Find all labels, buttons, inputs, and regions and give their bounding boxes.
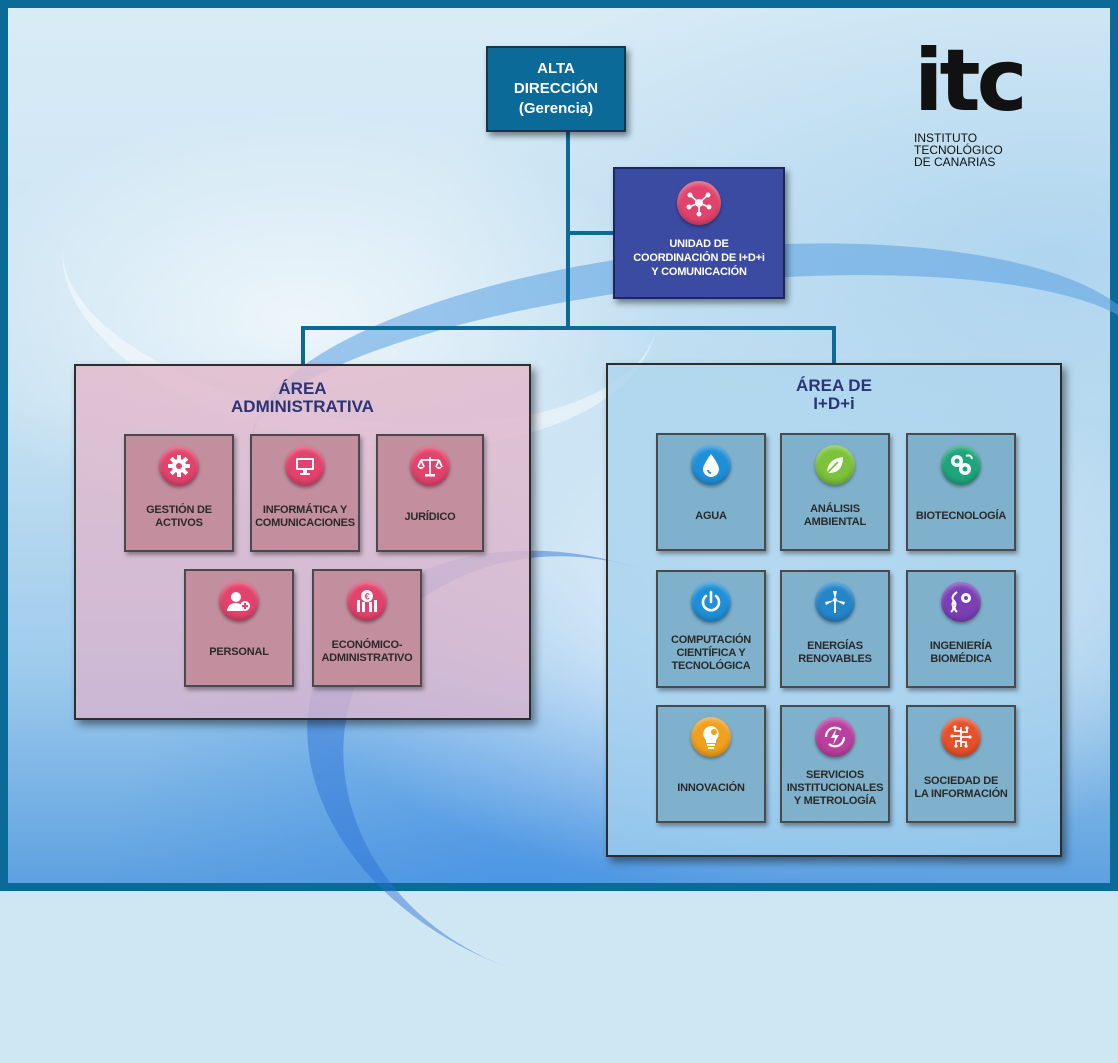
network-icon — [677, 181, 721, 225]
connector-line — [301, 326, 836, 330]
tile-label: ENERGÍAS RENOVABLES — [798, 640, 872, 665]
unidad-coordinacion-box: UNIDAD DE COORDINACIÓN DE I+D+i Y COMUNI… — [613, 167, 785, 299]
leaf-icon — [815, 445, 855, 485]
lightbulb-icon — [691, 717, 731, 757]
tile-sociedad-informacion: SOCIEDAD DE LA INFORMACIÓN — [906, 705, 1016, 823]
tile-biotecnologia: BIOTECNOLOGÍA — [906, 433, 1016, 551]
area-administrativa-title: ÁREA ADMINISTRATIVA — [76, 380, 529, 416]
unidad-line2: COORDINACIÓN DE I+D+i — [633, 252, 765, 264]
lightning-icon — [815, 717, 855, 757]
tile-label: BIOTECNOLOGÍA — [915, 509, 1007, 522]
itc-logo-subtitle: INSTITUTO TECNOLÓGICO DE CANARIAS — [914, 132, 1054, 168]
tile-innovacion: INNOVACIÓN — [656, 705, 766, 823]
tile-label: INNOVACIÓN — [677, 781, 745, 794]
connector-line — [570, 231, 613, 235]
tile-personal: PERSONAL — [184, 569, 294, 687]
itc-logo-mark: itc — [914, 31, 1028, 131]
area-idi-title: ÁREA DE I+D+i — [608, 377, 1060, 413]
tile-label: ECONÓMICO- ADMINISTRATIVO — [321, 639, 413, 664]
area-idi-panel: ÁREA DE I+D+i AGUA ANÁLISIS AMBIENTAL BI… — [606, 363, 1062, 857]
tile-computacion: COMPUTACIÓN CIENTÍFICA Y TECNOLÓGICA — [656, 570, 766, 688]
tile-label: INGENIERÍA BIOMÉDICA — [929, 640, 993, 665]
tile-gestion-activos: GESTIÓN DE ACTIVOS — [124, 434, 234, 552]
alta-direccion-line3: (Gerencia) — [518, 100, 594, 117]
itc-logo: itc INSTITUTO TECNOLÓGICO DE CANARIAS — [914, 31, 1054, 168]
gear-icon — [159, 446, 199, 486]
tile-label: SERVICIOS INSTITUCIONALES Y METROLOGÍA — [786, 768, 884, 807]
svg-text:€: € — [365, 592, 370, 602]
area-administrativa-title-line1: ÁREA — [278, 379, 327, 398]
tile-label: GESTIÓN DE ACTIVOS — [146, 504, 212, 529]
tile-label: AGUA — [695, 509, 727, 522]
tile-ingenieria-biomedica: INGENIERÍA BIOMÉDICA — [906, 570, 1016, 688]
connector-line — [832, 326, 836, 365]
water-drop-icon — [691, 445, 731, 485]
biotech-icon — [941, 445, 981, 485]
tile-juridico: JURÍDICO — [376, 434, 484, 552]
tile-servicios-institucionales: SERVICIOS INSTITUCIONALES Y METROLOGÍA — [780, 705, 890, 823]
scales-icon — [410, 446, 450, 486]
power-icon — [691, 582, 731, 622]
tile-label: JURÍDICO — [404, 510, 456, 523]
circuit-icon — [941, 717, 981, 757]
tile-analisis-ambiental: ANÁLISIS AMBIENTAL — [780, 433, 890, 551]
unidad-line1: UNIDAD DE — [669, 238, 729, 250]
tile-informatica-comunicaciones: INFORMÁTICA Y COMUNICACIONES — [250, 434, 360, 552]
alta-direccion-line2: DIRECCIÓN — [513, 80, 599, 97]
tile-label: ANÁLISIS AMBIENTAL — [803, 503, 867, 528]
user-add-icon — [219, 581, 259, 621]
euro-icon: € — [347, 581, 387, 621]
tile-label: COMPUTACIÓN CIENTÍFICA Y TECNOLÓGICA — [670, 633, 752, 672]
area-idi-title-line1: ÁREA DE — [796, 376, 872, 395]
alta-direccion-line1: ALTA — [537, 60, 575, 77]
tile-label: INFORMÁTICA Y COMUNICACIONES — [255, 504, 355, 529]
unidad-line3: Y COMUNICACIÓN — [651, 266, 747, 278]
wind-turbine-icon — [815, 582, 855, 622]
itc-logo-subtitle-line1: INSTITUTO TECNOLÓGICO — [914, 131, 1003, 157]
connector-line — [566, 132, 570, 328]
area-administrativa-title-line2: ADMINISTRATIVA — [231, 397, 374, 416]
tile-energias-renovables: ENERGÍAS RENOVABLES — [780, 570, 890, 688]
area-administrativa-panel: ÁREA ADMINISTRATIVA GESTIÓN DE ACTIVOS I… — [74, 364, 531, 720]
tile-label: SOCIEDAD DE LA INFORMACIÓN — [914, 775, 1008, 800]
tile-agua: AGUA — [656, 433, 766, 551]
connector-line — [301, 326, 305, 366]
area-idi-title-line2: I+D+i — [813, 394, 855, 413]
alta-direccion-box: ALTA DIRECCIÓN (Gerencia) — [486, 46, 626, 132]
dna-icon — [941, 582, 981, 622]
tile-economico-administrativo: € ECONÓMICO- ADMINISTRATIVO — [312, 569, 422, 687]
itc-logo-subtitle-line2: DE CANARIAS — [914, 155, 996, 169]
tile-label: PERSONAL — [209, 645, 269, 658]
monitor-icon — [285, 446, 325, 486]
